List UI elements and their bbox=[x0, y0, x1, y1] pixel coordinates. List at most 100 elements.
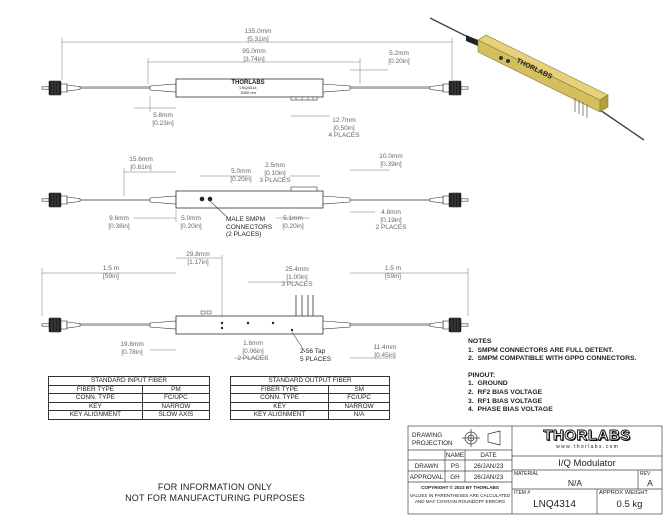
note-text: SMPM COMPATIBLE WITH GPPO CONNECTORS. bbox=[477, 355, 637, 363]
table-title: STANDARD OUTPUT FIBER bbox=[230, 376, 390, 386]
dim-value-in: [1.00in] bbox=[286, 273, 308, 281]
weight-label: APPROX WEIGHT bbox=[599, 490, 648, 496]
note-text: SMPM CONNECTORS ARE FULL DETENT. bbox=[477, 346, 614, 354]
callout-line: 5 PLACES bbox=[300, 355, 332, 363]
dim-value-in: [0.20in] bbox=[388, 57, 410, 65]
table-cell: SM bbox=[328, 384, 390, 394]
dim-value-in: [0.10in] bbox=[264, 169, 286, 177]
material-label: MATERIAL bbox=[514, 471, 539, 477]
table-cell: PM bbox=[141, 384, 211, 394]
table-cell: FIBER TYPE bbox=[48, 384, 143, 394]
rev-value: A bbox=[647, 478, 653, 488]
side-view-drawing bbox=[41, 168, 468, 222]
callout-line: CONNECTORS bbox=[226, 223, 273, 231]
dim-side-d4: 10.0mm [0.39in] bbox=[376, 153, 406, 168]
table-cell: FIBER TYPE bbox=[229, 384, 330, 394]
dim-value-in: [0.45in] bbox=[374, 351, 396, 359]
notes-section: NOTES 1. SMPM CONNECTORS ARE FULL DETENT… bbox=[468, 338, 660, 415]
drawing-title: I/Q Modulator bbox=[558, 458, 616, 469]
dim-pin-spacing: 12.7mm [0.50in] 4 PLACES bbox=[326, 117, 362, 140]
logo-text: THORLABS bbox=[543, 427, 631, 444]
drawn-date: 26/JAN/23 bbox=[473, 463, 504, 470]
dim-value: 12.7mm bbox=[332, 117, 356, 124]
dim-value: 5.0mm bbox=[181, 215, 201, 222]
dim-value-in: [0.61in] bbox=[130, 163, 152, 171]
dim-note: 2 PLACES bbox=[237, 355, 269, 362]
dim-value: 1.5 m bbox=[384, 265, 402, 272]
dim-bottom-d3: 19.8mm [0.78in] bbox=[116, 341, 148, 356]
dim-value: 1.6mm bbox=[243, 340, 263, 347]
approval-label: APPROVAL bbox=[409, 474, 444, 481]
top-view-drawing bbox=[41, 38, 468, 117]
footer-line: FOR INFORMATION ONLY bbox=[157, 482, 273, 492]
tap-callout: 2-56 Tap 5 PLACES bbox=[300, 348, 331, 363]
table-cell: CONN. TYPE bbox=[48, 393, 143, 403]
dim-fiber-left: 1.5 m [59in] bbox=[96, 265, 126, 280]
thorlabs-logo: THORLABS w w w . t h o r l a b s . c o m bbox=[512, 427, 662, 450]
table-cell: CONN. TYPE bbox=[229, 393, 330, 403]
dim-value-in: [59in] bbox=[103, 272, 119, 280]
dim-body-length: 95.0mm [3.74in] bbox=[234, 48, 274, 63]
dim-value: 5.0mm bbox=[231, 168, 251, 175]
table-cell: FC/UPC bbox=[328, 393, 390, 403]
dim-side-d2: 5.0mm [0.20in] bbox=[226, 168, 256, 183]
dim-value: 95.0mm bbox=[242, 48, 266, 55]
col-name-header: NAME bbox=[445, 452, 465, 459]
pinout-heading: PINOUT: bbox=[468, 371, 496, 379]
dim-value: 10.0mm bbox=[379, 153, 403, 160]
dim-fiber-right: 1.5 m [59in] bbox=[378, 265, 408, 280]
disclaimer-line: AND MAY CONTAIN ROUNDOFF ERRORS bbox=[414, 498, 506, 504]
weight-value: 0.5 kg bbox=[616, 499, 643, 510]
dim-bottom-d5: 11.4mm [0.45in] bbox=[370, 344, 400, 359]
dim-boot-left: 5.8mm [0.23in] bbox=[148, 112, 178, 127]
dim-side-d1: 15.6mm [0.61in] bbox=[126, 156, 156, 171]
pinout-text: PHASE BIAS VOLTAGE bbox=[477, 406, 553, 414]
device-3d-render: THORLABS bbox=[429, 17, 645, 141]
dim-value-in: [0.20in] bbox=[230, 175, 252, 183]
dim-side-d5: 9.6mm [0.38in] bbox=[104, 215, 134, 230]
approval-name: GH bbox=[450, 474, 460, 481]
dim-value-in: [0.19in] bbox=[380, 216, 402, 224]
body-label: THORLABS LNQ4314 1550 nm bbox=[228, 80, 268, 95]
dim-overall-length: 135.0mm [5.31in] bbox=[238, 28, 278, 43]
dim-value: 5.8mm bbox=[153, 112, 173, 119]
notes-heading: NOTES bbox=[468, 338, 492, 345]
rev-label: REV bbox=[640, 471, 651, 477]
dim-value: 25.4mm bbox=[285, 266, 309, 273]
dim-side-d3: 2.5mm [0.10in] 3 PLACES bbox=[258, 162, 292, 185]
pinout-item: 4. PHASE BIAS VOLTAGE bbox=[468, 406, 553, 414]
drawn-name: PS bbox=[450, 463, 460, 470]
callout-line: 2-56 Tap bbox=[300, 348, 326, 355]
dim-value-in: [3.74in] bbox=[243, 55, 265, 63]
dim-value-in: [0.06in] bbox=[242, 347, 264, 355]
table-cell: NARROW bbox=[141, 401, 211, 411]
dim-value: 4.8mm bbox=[381, 209, 401, 216]
body-text: 1550 nm bbox=[240, 89, 256, 95]
dim-side-d8: 4.8mm [0.19in] 2 PLACES bbox=[374, 209, 408, 232]
drawn-label: DRAWN bbox=[414, 463, 439, 470]
dim-bottom-d2: 25.4mm [1.00in] 3 PLACES bbox=[280, 266, 314, 289]
material-value: N/A bbox=[567, 478, 583, 488]
col-date-header: DATE bbox=[480, 452, 497, 459]
dim-boot-right: 5.2mm [0.20in] bbox=[384, 50, 414, 65]
dim-value: 135.0mm bbox=[244, 28, 272, 35]
dim-value: 19.8mm bbox=[120, 341, 144, 348]
table-cell: NARROW bbox=[328, 401, 390, 411]
pinout-text: RF2 BIAS VOLTAGE bbox=[477, 388, 543, 396]
pinout-text: GROUND bbox=[477, 380, 508, 388]
dim-value-in: [0.39in] bbox=[380, 160, 402, 168]
table-cell: KEY bbox=[229, 401, 330, 411]
dim-value: 15.6mm bbox=[129, 156, 153, 163]
table-cell: SLOW AXIS bbox=[141, 410, 211, 420]
approval-date: 26/JAN/23 bbox=[473, 474, 504, 481]
smpm-callout: MALE SMPM CONNECTORS (2 PLACES) bbox=[226, 216, 272, 239]
dim-value: 1.5 m bbox=[102, 265, 120, 272]
roundoff-disclaimer: VALUES IN PARENTHESES ARE CALCULATED AND… bbox=[408, 493, 512, 504]
table-cell: KEY bbox=[48, 401, 143, 411]
